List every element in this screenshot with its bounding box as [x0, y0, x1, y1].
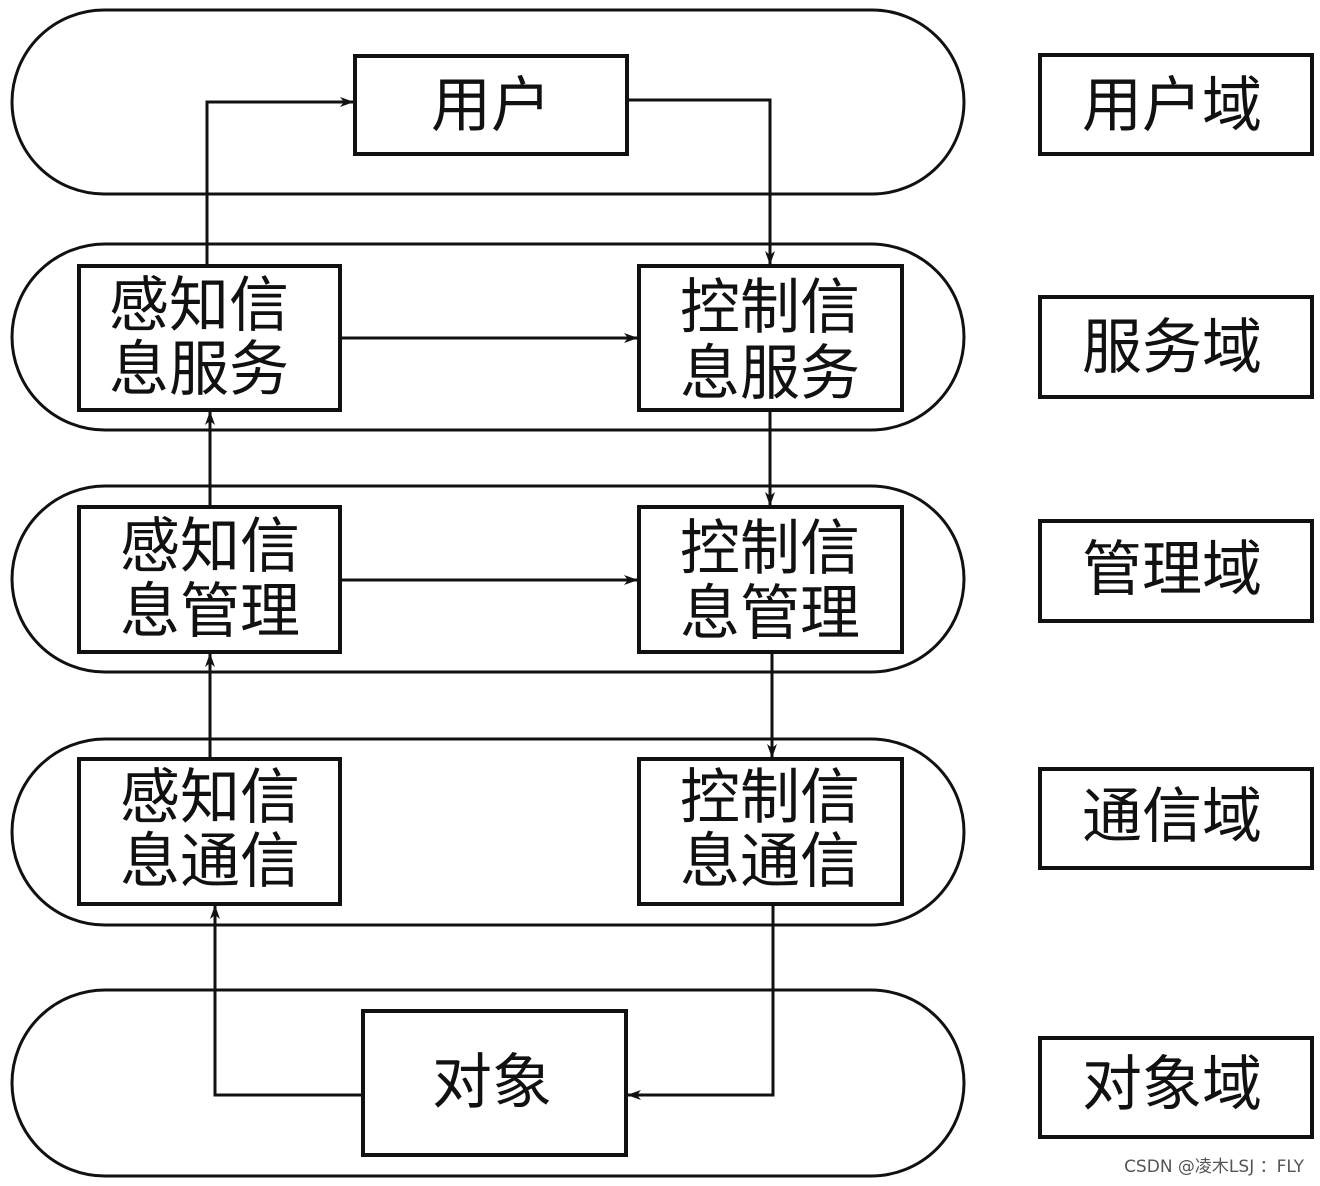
sense-service-line2: 息服务 — [109, 335, 289, 405]
arrow-object-to-sense-comm — [210, 905, 363, 1097]
domain-bands — [10, 8, 966, 1178]
sense-comm-line1: 感知信 — [120, 763, 300, 833]
band-service — [10, 242, 966, 432]
domain-label-user: 用户域 — [1082, 71, 1262, 141]
user-box — [353, 54, 629, 156]
domain-label-object: 对象域 — [1082, 1050, 1262, 1120]
domain-box-object — [1038, 1036, 1314, 1139]
sense-service-line1: 感知信 — [109, 271, 289, 341]
ctrl-service-line2: 息服务 — [680, 339, 860, 409]
watermark: CSDN @凌木LSJ ：FLY — [1124, 1157, 1305, 1177]
domain-label-communication: 通信域 — [1082, 782, 1262, 852]
ctrl-comm-line1: 控制信 — [680, 763, 860, 833]
domain-label-boxes — [1038, 53, 1314, 1139]
user-label: 用户 — [431, 71, 551, 141]
band-communication — [10, 737, 966, 927]
object-label: 对象 — [432, 1048, 552, 1118]
domain-box-service — [1038, 295, 1314, 399]
sense-mgmt-line1: 感知信 — [120, 512, 300, 582]
flow-arrows — [205, 97, 777, 1100]
ctrl-service-line1: 控制信 — [680, 273, 860, 343]
ctrl-comm-box — [637, 757, 904, 906]
band-object — [10, 988, 966, 1178]
sense-comm-box — [77, 757, 342, 906]
sense-mgmt-line2: 息管理 — [120, 577, 300, 647]
arrow-ctrl-comm-to-object — [627, 904, 775, 1100]
arrow-sense-service-to-user — [205, 97, 354, 266]
domain-label-management: 管理域 — [1082, 535, 1262, 605]
ctrl-service-box — [637, 264, 904, 412]
ctrl-comm-line2: 息通信 — [680, 827, 860, 897]
band-user — [10, 8, 966, 196]
inner-boxes — [77, 54, 904, 1157]
ctrl-mgmt-line1: 控制信 — [680, 514, 860, 584]
band-management — [10, 484, 966, 674]
ctrl-mgmt-box — [637, 505, 904, 654]
domain-label-service: 服务域 — [1082, 313, 1262, 383]
domain-box-communication — [1038, 767, 1314, 870]
sense-service-box — [77, 264, 342, 412]
arrow-user-to-ctrl-service — [627, 98, 775, 265]
domain-box-user — [1038, 53, 1314, 156]
sense-comm-line2: 息通信 — [120, 827, 300, 897]
domain-box-management — [1038, 519, 1314, 623]
object-box — [361, 1009, 628, 1157]
ctrl-mgmt-line2: 息管理 — [680, 579, 860, 649]
